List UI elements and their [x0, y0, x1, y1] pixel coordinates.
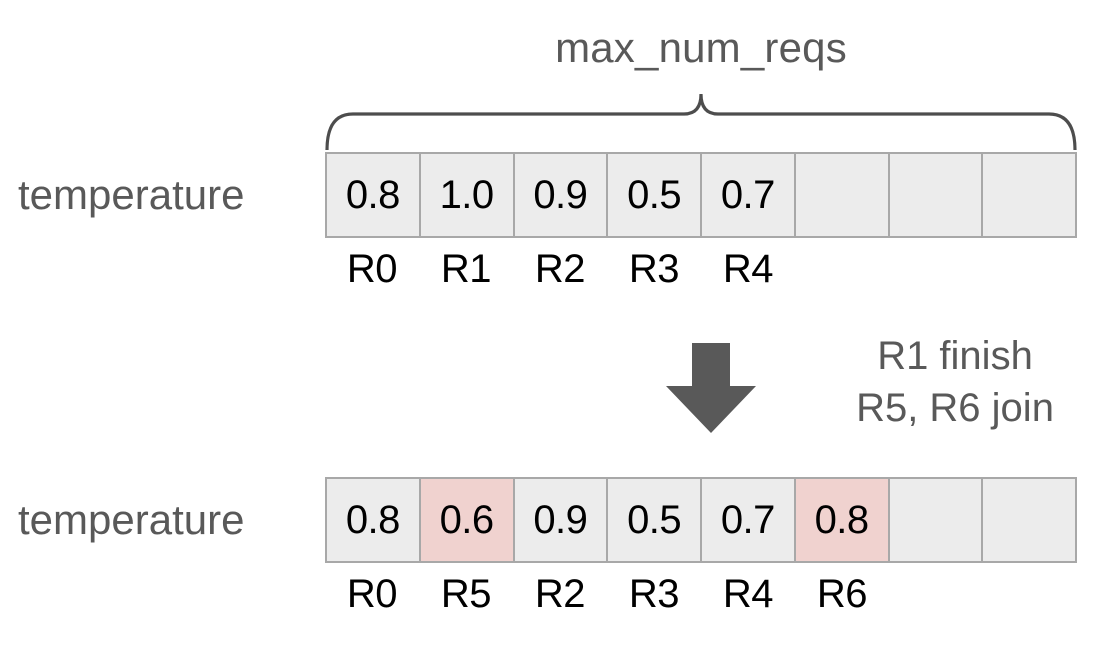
slot-label: R4	[722, 572, 774, 616]
buffer-cell[interactable]: 0.8	[327, 154, 421, 236]
down-arrow-icon	[664, 341, 758, 435]
buffer-cell[interactable]	[889, 479, 984, 561]
slot-label	[983, 569, 1077, 619]
buffer-cell[interactable]	[983, 154, 1075, 236]
slot-label: R1	[440, 247, 492, 291]
slot-label: R0	[346, 572, 398, 616]
transition-note: R1 finish R5, R6 join	[820, 330, 1090, 434]
temperature-buffer-after: 0.8 0.6 0.9 0.5 0.7 0.8	[325, 477, 1077, 563]
curly-brace-icon	[320, 92, 1082, 152]
buffer-cell[interactable]	[983, 479, 1075, 561]
slot-label	[795, 244, 889, 294]
buffer-cell[interactable]	[889, 154, 984, 236]
slot-label: R0	[346, 247, 398, 291]
buffer-cell[interactable]: 0.7	[702, 479, 796, 561]
transition-note-line-1: R1 finish	[877, 334, 1033, 378]
slot-label	[983, 244, 1077, 294]
row-label-temperature: temperature	[18, 171, 245, 218]
buffer-cell[interactable]: 0.8	[327, 479, 421, 561]
slot-label: R2	[534, 572, 586, 616]
slot-label-strip: R0 R1 R2 R3 R4	[325, 244, 1077, 294]
buffer-cell[interactable]: 0.9	[514, 479, 609, 561]
buffer-cell[interactable]: 1.0	[420, 154, 515, 236]
buffer-cell[interactable]: 0.9	[514, 154, 609, 236]
slot-label-strip: R0 R5 R2 R3 R4 R6	[325, 569, 1077, 619]
slot-label: R4	[722, 247, 774, 291]
slot-label: R5	[440, 572, 492, 616]
slot-label: R6	[816, 572, 868, 616]
buffer-cell[interactable]: 0.7	[702, 154, 796, 236]
page-title: max_num_reqs	[555, 24, 847, 71]
slot-label: R3	[628, 572, 680, 616]
temperature-buffer-before: 0.8 1.0 0.9 0.5 0.7	[325, 152, 1077, 238]
buffer-cell[interactable]: 0.5	[608, 154, 702, 236]
row-label-temperature: temperature	[18, 496, 245, 543]
slot-label: R2	[534, 247, 586, 291]
slot-label	[889, 569, 983, 619]
buffer-cell[interactable]	[795, 154, 890, 236]
slot-label: R3	[628, 247, 680, 291]
buffer-cell[interactable]: 0.5	[608, 479, 702, 561]
buffer-cell-highlighted[interactable]: 0.6	[420, 479, 515, 561]
buffer-cell-highlighted[interactable]: 0.8	[795, 479, 890, 561]
slot-label	[889, 244, 983, 294]
transition-note-line-2: R5, R6 join	[856, 386, 1054, 430]
